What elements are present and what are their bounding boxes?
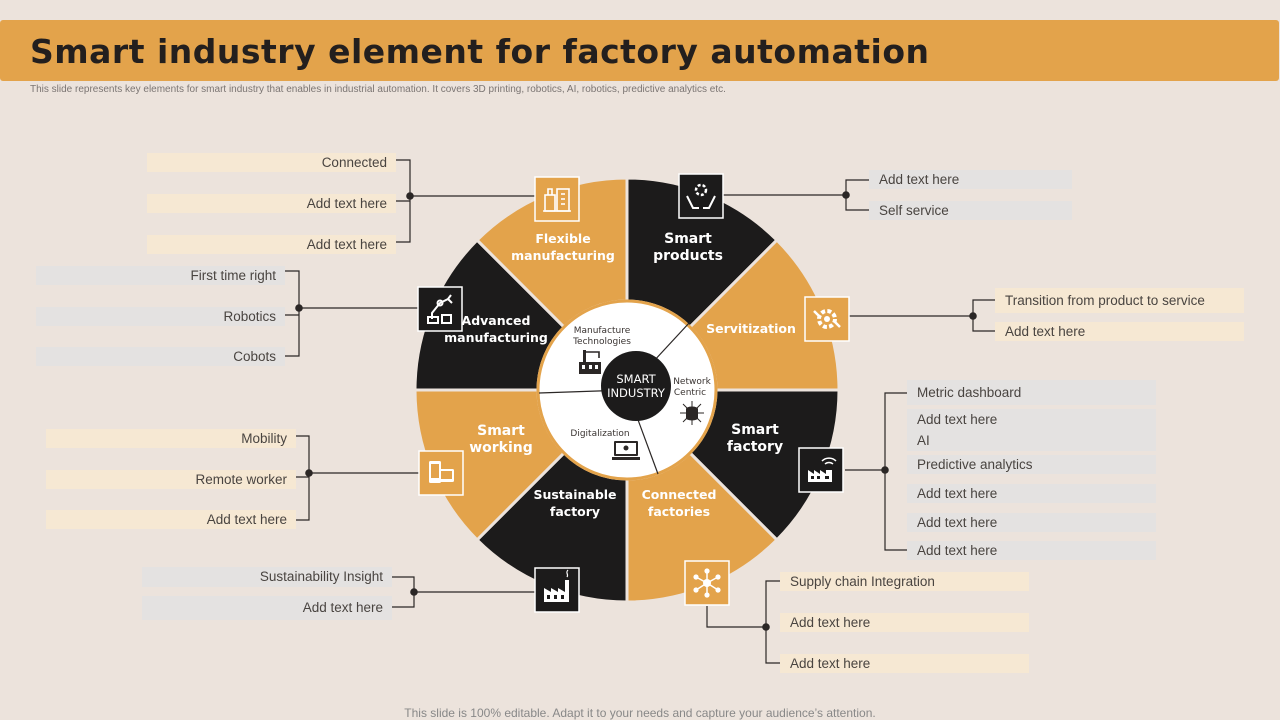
segment-label-flexible-manufacturing-2: manufacturing (511, 248, 615, 263)
inner-label-digitalization: Digitalization (570, 429, 629, 439)
factory-crane-icon (579, 350, 601, 374)
network-database-icon (680, 401, 704, 425)
callout-smart-working-text-3: Add text here (46, 510, 296, 529)
segment-label-servitization-1: Servitization (706, 321, 796, 336)
segment-label-connected-factories-1: Connected (642, 487, 717, 502)
outer-ring (413, 176, 841, 604)
segment-label-smart-working-1: Smart (477, 423, 525, 439)
segment-label-advanced-manufacturing-2: manufacturing (444, 330, 548, 345)
buildings-icon (534, 176, 580, 222)
callout-smart-factory-text-6: Add text here (907, 513, 1156, 532)
center-hub (601, 351, 671, 421)
callout-connected-text-3: Add text here (780, 654, 1029, 673)
connector-flexible-manufacturing (396, 159, 535, 243)
network-nodes-icon (684, 560, 730, 606)
center-label-line2: INDUSTRY (607, 386, 666, 400)
callout-smart-factory-text-ai: Add text here AI (907, 409, 1156, 451)
connector-dots (295, 191, 977, 631)
page-title: Smart industry element for factory autom… (30, 32, 930, 71)
callout-first-time-right: First time right (36, 266, 285, 285)
center-label-line1: SMART (616, 372, 656, 386)
callout-servitization-text-2: Add text here (995, 322, 1244, 341)
callout-smart-factory-text-5: Add text here (907, 484, 1156, 503)
inner-label-network-line2: Centric (674, 388, 706, 398)
inner-label-manufacture-line2: Technologies (572, 337, 631, 347)
title-bar: Smart industry element for factory autom… (0, 20, 1279, 81)
segment-label-smart-products-2: products (653, 248, 723, 264)
callout-metric-dashboard: Metric dashboard (907, 380, 1156, 405)
connector-smart-working (296, 435, 419, 521)
laptop-icon (612, 441, 640, 460)
segment-label-advanced-manufacturing-1: Advanced (462, 313, 531, 328)
factory-wifi-icon (798, 447, 844, 493)
callout-ai: AI (917, 433, 930, 448)
icon-squares (417, 173, 850, 613)
callout-connected: Connected (147, 153, 396, 172)
callout-predictive-analytics: Predictive analytics (907, 455, 1156, 474)
callout-smart-products-text-1: Add text here (869, 170, 1072, 189)
robot-arm-icon (417, 286, 463, 332)
callout-smart-factory-text-7: Add text here (907, 541, 1156, 560)
callout-self-service: Self service (869, 201, 1072, 220)
segment-label-connected-factories-2: factories (648, 504, 710, 519)
factory-icon (534, 567, 580, 613)
footer-note: This slide is 100% editable. Adapt it to… (404, 706, 876, 720)
callout-connected-text-2: Add text here (780, 613, 1029, 632)
callout-supply-chain-integration: Supply chain Integration (780, 572, 1029, 591)
hands-gear-icon (678, 173, 724, 219)
connector-connected-factories (706, 580, 780, 664)
callout-transition-product-service: Transition from product to service (995, 288, 1244, 313)
callout-smart-factory-text-2: Add text here (917, 412, 998, 427)
inner-label-network-line1: Network (673, 377, 711, 387)
segment-label-smart-factory-2: factory (727, 439, 783, 455)
callout-mobility: Mobility (46, 429, 296, 448)
connector-smart-factory (845, 392, 907, 551)
mobile-devices-icon (418, 450, 464, 496)
callout-flexible-text-3: Add text here (147, 235, 396, 254)
page-subtitle: This slide represents key elements for s… (30, 84, 726, 95)
callout-remote-worker: Remote worker (46, 470, 296, 489)
callout-flexible-text-2: Add text here (147, 194, 396, 213)
segment-label-flexible-manufacturing-1: Flexible (535, 231, 590, 246)
callout-cobots: Cobots (36, 347, 285, 366)
callout-sustainable-text-2: Add text here (142, 596, 392, 620)
gear-wrench-icon (804, 296, 850, 342)
segment-label-smart-products-1: Smart (664, 231, 712, 247)
segment-label-sustainable-factory-2: factory (550, 504, 600, 519)
connector-advanced-manufacturing (285, 270, 418, 357)
segment-label-smart-working-2: working (469, 440, 533, 456)
callout-sustainability-insight: Sustainability Insight (142, 567, 392, 587)
segment-label-sustainable-factory-1: Sustainable (533, 487, 616, 502)
callout-robotics: Robotics (36, 307, 285, 326)
segment-label-smart-factory-1: Smart (731, 422, 779, 438)
inner-label-manufacture-line1: Manufacture (574, 326, 631, 336)
